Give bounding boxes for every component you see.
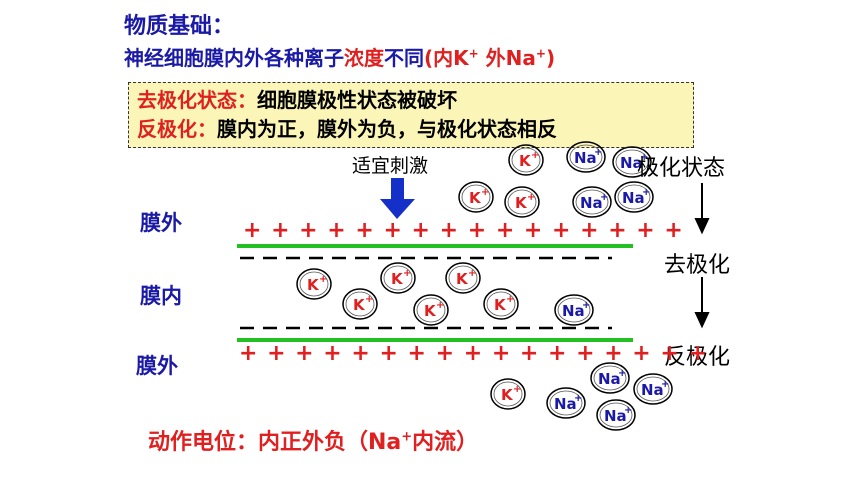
potassium-ion: K+	[445, 262, 481, 294]
svg-text:+: +	[527, 192, 535, 203]
svg-text:K: K	[456, 270, 469, 288]
svg-text:Na: Na	[604, 407, 627, 425]
sodium-ion: Na+	[546, 387, 586, 419]
svg-text:K: K	[469, 189, 482, 207]
state-polarized: 极化状态	[637, 156, 726, 181]
svg-text:K: K	[353, 296, 366, 314]
svg-text:+: +	[640, 152, 648, 163]
svg-text:+: +	[574, 393, 582, 404]
svg-text:+: +	[594, 147, 602, 158]
label-inner: 膜内	[140, 284, 182, 308]
potassium-ion: K+	[508, 144, 544, 176]
svg-text:+: +	[531, 150, 539, 161]
sodium-ion: Na+	[554, 294, 594, 326]
svg-text:+: +	[506, 294, 514, 305]
label-outer-top: 膜外	[140, 211, 182, 235]
state-arrow-2	[694, 277, 710, 329]
note-line-depolarization: 去极化状态：细胞膜极性状态被破坏	[137, 88, 457, 112]
svg-text:K: K	[391, 270, 404, 288]
charge-row-bottom: + + + + + + + + + + + + + + + + +	[239, 341, 708, 366]
svg-text:K: K	[501, 386, 514, 404]
note-line-reverse-polarization: 反极化：膜内为正，膜外为负，与极化状态相反	[137, 117, 557, 141]
svg-text:+: +	[642, 187, 650, 198]
svg-text:+: +	[582, 300, 590, 311]
svg-text:K: K	[424, 302, 437, 320]
svg-text:+: +	[618, 368, 626, 379]
svg-text:+: +	[436, 300, 444, 311]
potassium-ion: K+	[380, 262, 416, 294]
svg-text:Na: Na	[620, 154, 643, 172]
sodium-ion: Na+	[612, 146, 652, 178]
svg-text:+: +	[481, 187, 489, 198]
charge-row-top: + + + + + + + + + + + + + + + +	[243, 218, 684, 243]
potassium-ion: K+	[490, 378, 526, 410]
stimulus-arrow	[380, 178, 415, 219]
ion-layer: K+K+K+Na+Na+Na+Na+K+K+K+K+K+K+Na+K+Na+Na…	[296, 141, 673, 431]
svg-text:Na: Na	[598, 370, 621, 388]
svg-text:Na: Na	[622, 189, 645, 207]
svg-text:K: K	[515, 194, 528, 212]
potassium-ion: K+	[458, 181, 494, 213]
svg-text:+: +	[661, 379, 669, 390]
state-arrow-1	[694, 183, 710, 235]
svg-text:+: +	[403, 268, 411, 279]
svg-text:K: K	[494, 296, 507, 314]
svg-text:Na: Na	[554, 395, 577, 413]
stimulus-label: 适宜刺激	[352, 155, 429, 177]
svg-text:+: +	[468, 268, 476, 279]
svg-text:+: +	[600, 192, 608, 203]
action-potential-caption: 动作电位：内正外负（Na+内流）	[148, 429, 479, 455]
sodium-ion: Na+	[614, 181, 654, 213]
state-reverse-polarized: 反极化	[664, 345, 731, 370]
svg-text:+: +	[513, 384, 521, 395]
sodium-ion: Na+	[633, 373, 673, 405]
sodium-ion: Na+	[566, 141, 606, 173]
state-depolarized: 去极化	[664, 253, 731, 278]
svg-text:Na: Na	[580, 194, 603, 212]
page-title: 物质基础：	[124, 14, 235, 39]
definition-note: 去极化状态：细胞膜极性状态被破坏 反极化：膜内为正，膜外为负，与极化状态相反	[128, 82, 694, 148]
svg-text:Na: Na	[574, 149, 597, 167]
svg-text:K: K	[307, 276, 320, 294]
sodium-ion: Na+	[590, 362, 630, 394]
potassium-ion: K+	[504, 186, 540, 218]
label-outer-bottom: 膜外	[136, 354, 178, 378]
potassium-ion: K+	[413, 294, 449, 326]
potassium-ion: K+	[342, 288, 378, 320]
svg-text:+: +	[365, 294, 373, 305]
svg-text:+: +	[624, 405, 632, 416]
sodium-ion: Na+	[572, 186, 612, 218]
potassium-ion: K+	[296, 268, 332, 300]
svg-text:Na: Na	[641, 381, 664, 399]
potassium-ion: K+	[483, 288, 519, 320]
sodium-ion: Na+	[596, 399, 636, 431]
svg-text:Na: Na	[562, 302, 585, 320]
subtitle: 神经细胞膜内外各种离子浓度不同(内K+ 外Na+)	[124, 46, 556, 70]
svg-text:+: +	[319, 274, 327, 285]
svg-text:K: K	[519, 152, 532, 170]
